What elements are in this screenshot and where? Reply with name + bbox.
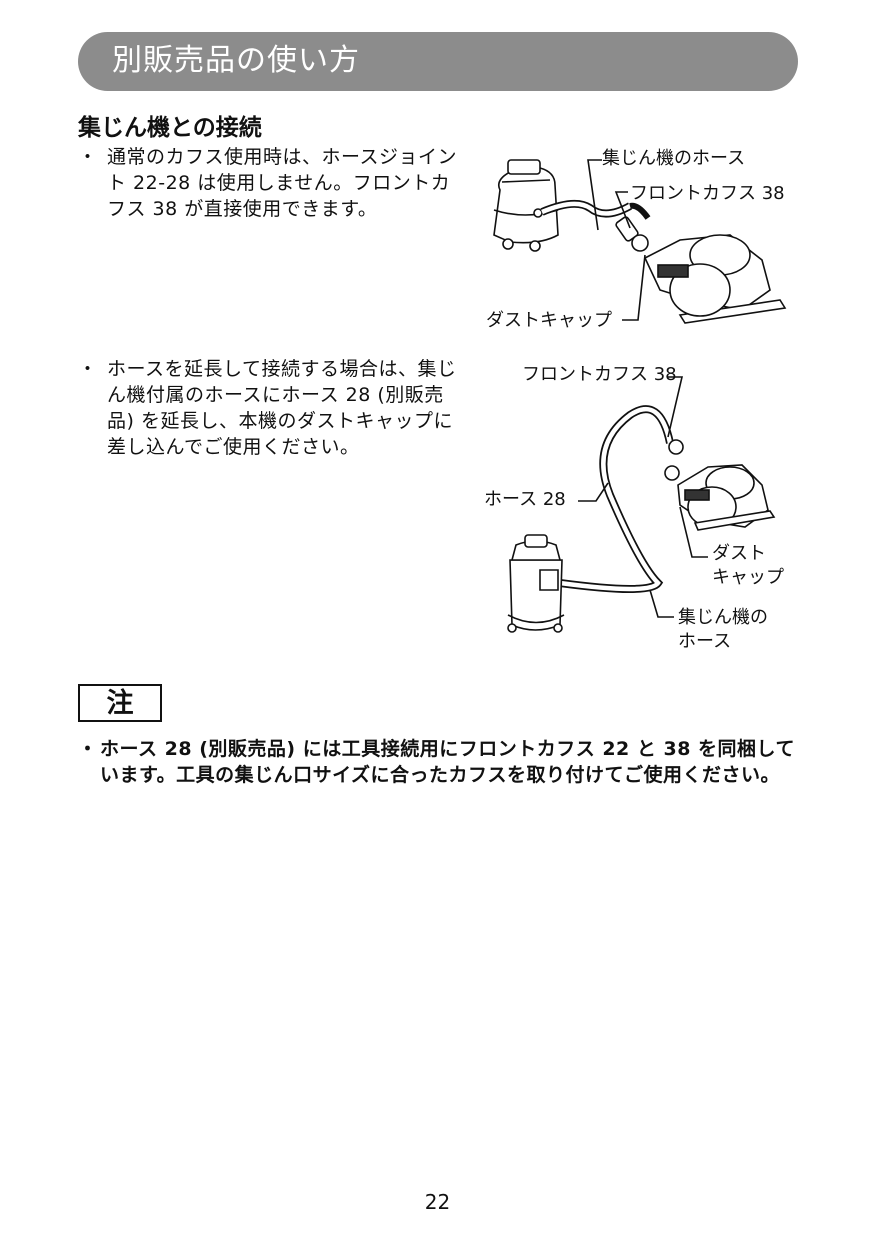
figure-direct-connection: 集じん機のホース フロントカフス 38 ダストキャップ [486,148,787,331]
label-collector-hose-line1: 集じん機の [678,607,768,628]
label-dust-cap-line2: キャップ [712,567,784,588]
circular-saw-illustration [677,464,776,531]
bullet-mark: ・ [78,738,98,760]
bullet-text: 通常のカフス使用時は、ホースジョイント 22-28 は使用しません。フロントカフ… [107,146,458,220]
label-collector-hose-line2: ホース [678,631,731,652]
label-dust-collector-hose: 集じん機のホース [602,148,745,169]
note-text: ホース 28 (別販売品) には工具接続用にフロントカフス 22 と 38 を同… [100,738,795,786]
dust-cap-illustration [664,465,680,481]
dust-collector-illustration [493,159,559,252]
page-number: 22 [424,1190,451,1214]
note-box: 注 [78,684,162,722]
note-bullet: ・ ホース 28 (別販売品) には工具接続用にフロントカフス 22 と 38 … [78,736,803,788]
note-label: 注 [106,688,134,719]
circular-saw-illustration [643,234,787,324]
header-banner: 別販売品の使い方 [78,32,798,91]
bullet-hose-extension: ・ ホースを延長して接続する場合は、集じん機付属のホースにホース 28 (別販売… [78,356,463,460]
bullet-text: ホースを延長して接続する場合は、集じん機付属のホースにホース 28 (別販売品)… [107,358,457,458]
page-title: 別販売品の使い方 [112,43,360,78]
label-hose-28: ホース 28 [484,489,566,510]
figure-extension-connection: フロントカフス 38 ホース 28 ダスト キャップ 集じん機の ホース [484,364,784,652]
label-dust-cap: ダストキャップ [486,310,612,331]
bullet-mark: ・ [78,146,98,168]
front-cuff-illustration [668,439,684,455]
label-front-cuff-38: フロントカフス 38 [630,183,785,204]
section-title: 集じん機との接続 [78,115,262,141]
dust-cap-illustration [631,234,649,252]
bullet-mark: ・ [78,358,98,380]
bullet-direct-cuff: ・ 通常のカフス使用時は、ホースジョイント 22-28 は使用しません。フロント… [78,144,463,222]
label-front-cuff-38: フロントカフス 38 [522,364,677,385]
label-dust-cap-line1: ダスト [712,543,766,564]
hose-28-illustration [559,405,674,593]
dust-collector-illustration [507,534,565,633]
